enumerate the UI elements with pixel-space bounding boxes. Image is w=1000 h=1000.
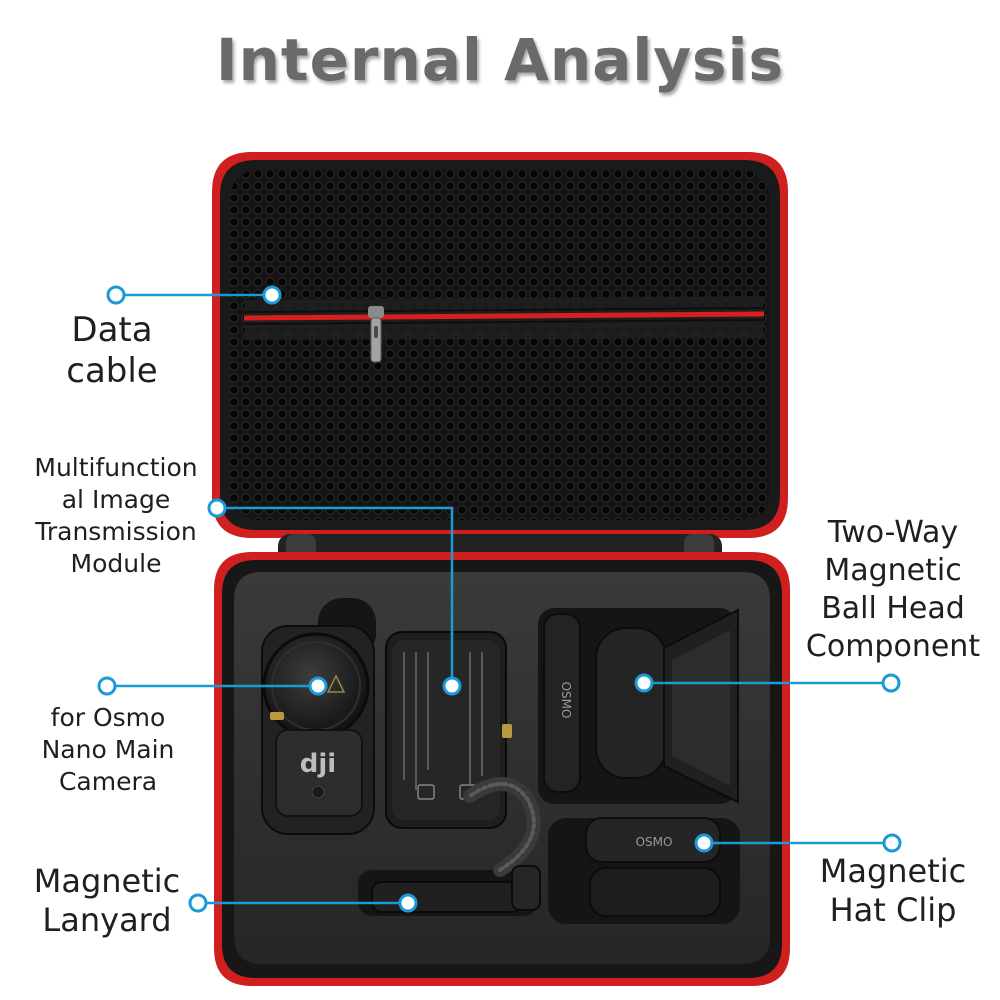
case-lid [212,152,788,538]
callout-dot-multi-outer [207,498,227,518]
label-hat-clip: Magnetic Hat Clip [808,852,978,930]
osmo-logo-clip: OSMO [636,835,673,849]
label-line: Module [70,549,162,578]
callout-dots [97,285,902,913]
callout-dot-hatclip-inner [694,833,714,853]
callout-dot-lanyard-inner [398,893,418,913]
label-osmo-camera: for Osmo Nano Main Camera [26,702,190,798]
label-line: cable [66,351,158,392]
label-ball-head: Two-Way Magnetic Ball Head Component [798,514,988,666]
callout-dot-hatclip-outer [882,833,902,853]
callout-dot-data-cable-outer [106,285,126,305]
label-line: Component [805,629,981,665]
callout-dot-multi-inner [442,676,462,696]
transmission-module [385,631,512,829]
label-line: Magnetic [33,862,181,900]
callout-lines [116,293,884,905]
label-multifunction-module: Multifunction al Image Transmission Modu… [18,452,214,580]
osmo-nano-camera: dji [261,625,375,835]
label-magnetic-lanyard: Magnetic Lanyard [22,862,192,940]
callout-dot-data-cable-inner [262,285,282,305]
hat-clip: OSMO [585,817,721,917]
label-line: Lanyard [42,901,172,940]
label-line: Magnetic [824,553,962,589]
callout-dot-ballhead-inner [634,673,654,693]
callout-dot-lanyard-outer [188,893,208,913]
label-line: Hat Clip [829,891,957,930]
label-line: Multifunction [34,453,198,482]
label-line: for Osmo [50,703,166,732]
label-line: Nano Main [41,735,175,764]
label-line: Camera [58,767,158,796]
callout-dot-ballhead-outer [881,673,901,693]
dji-logo: dji [300,749,336,779]
osmo-logo: OSMO [559,682,573,719]
magnetic-lanyard [371,776,541,913]
label-line: Data [71,310,153,350]
page-title: Internal Analysis [216,26,784,94]
callout-dot-camera-outer [97,676,117,696]
callout-dot-camera-inner [308,676,328,696]
label-line: Magnetic [819,852,967,890]
ball-head-component: OSMO [543,608,739,804]
label-line: Two-Way [827,515,959,550]
label-line: Ball Head [821,591,965,627]
label-line: Transmission [35,517,197,546]
label-line: al Image [61,485,171,514]
label-data-cable: Data cable [52,310,172,393]
